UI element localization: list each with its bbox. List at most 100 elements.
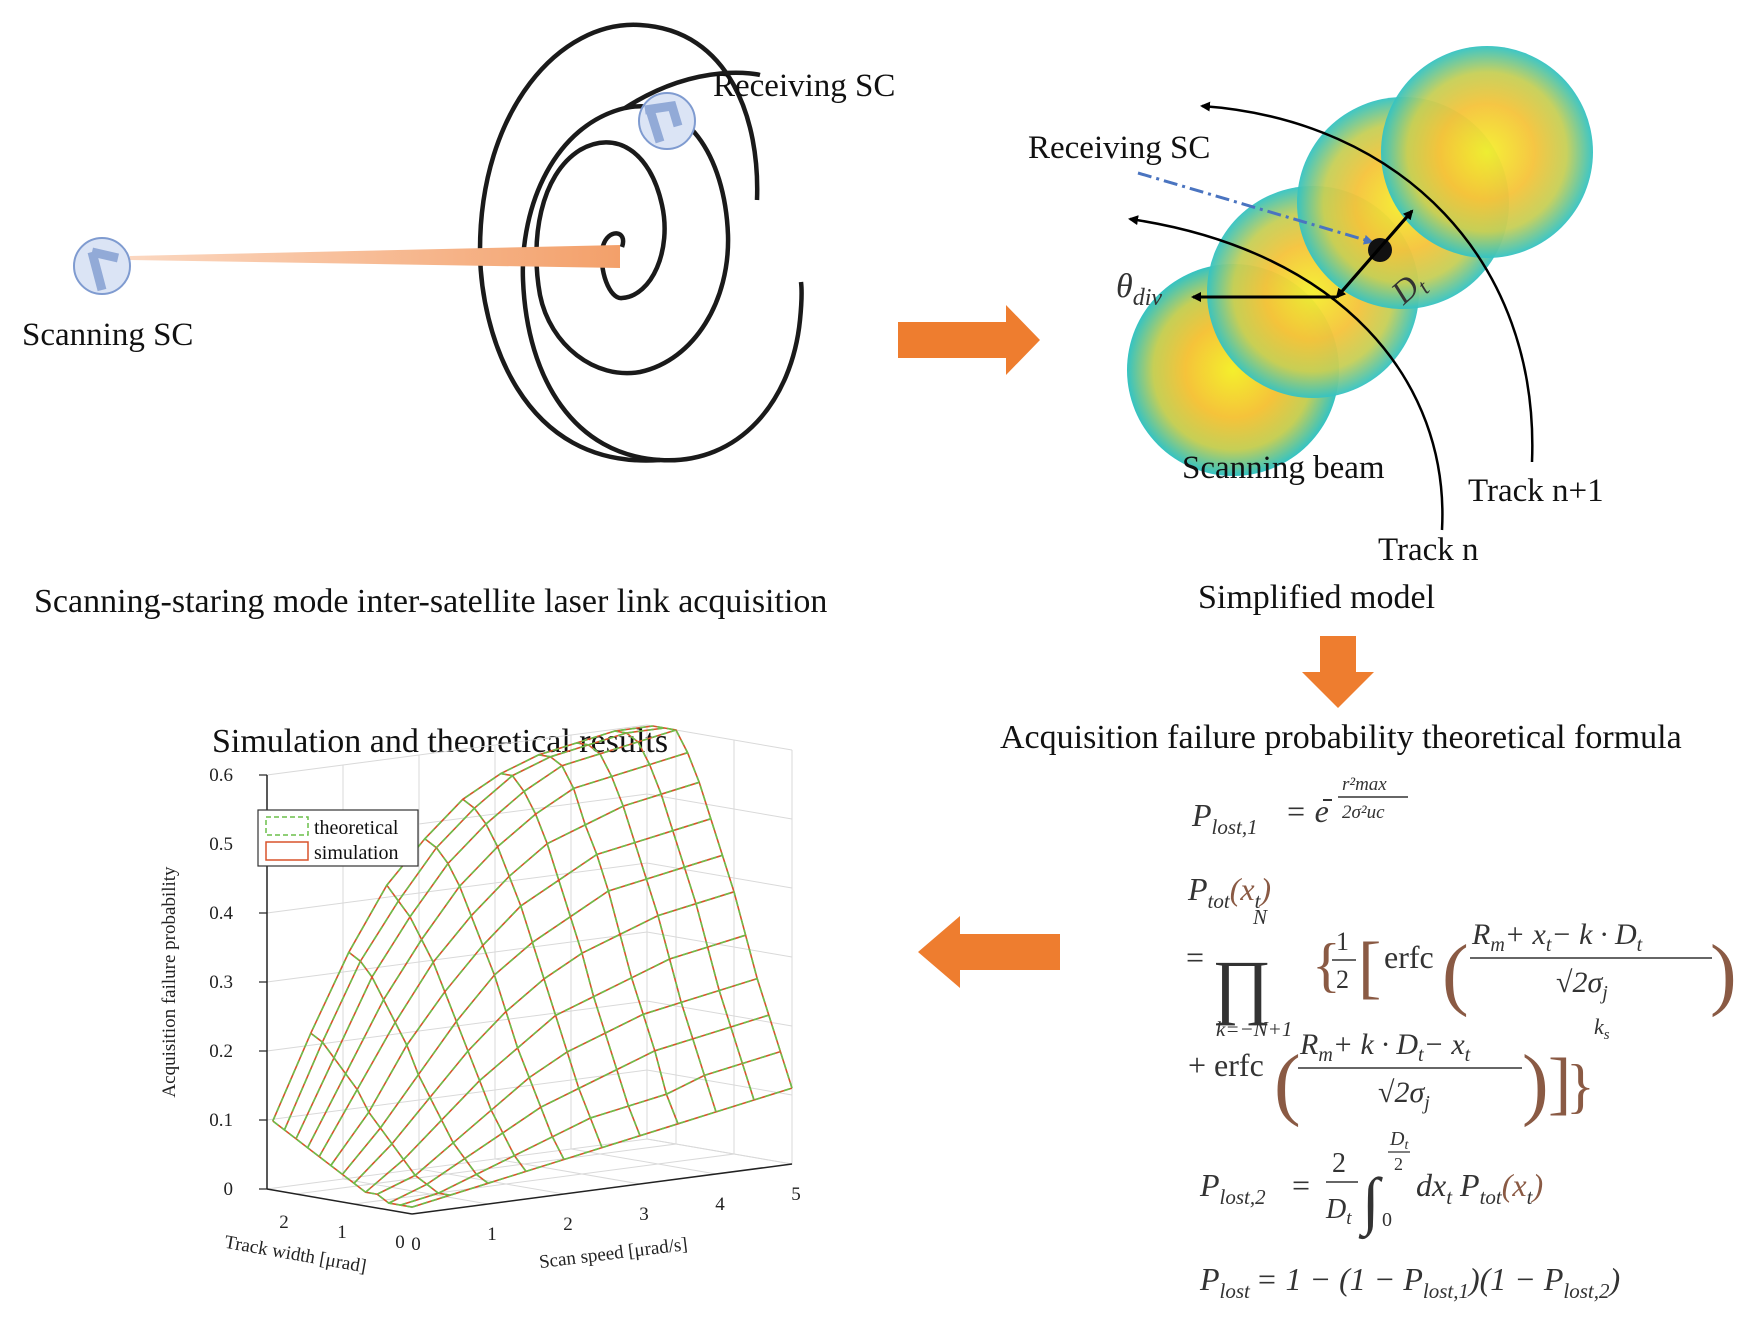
grid-line-z xyxy=(266,1000,793,1052)
grid-line-x xyxy=(646,725,793,1165)
p-lost1-exp-den: 2σ²uc xyxy=(1342,802,1385,823)
theoretical-mesh-line-x6 xyxy=(500,772,641,1136)
theoretical-mesh-line-y8 xyxy=(318,781,700,1157)
curly-close: } xyxy=(1566,1053,1595,1119)
theoretical-mesh-line-x10 xyxy=(652,725,793,1089)
z-tick-label: 0.1 xyxy=(209,1110,233,1131)
x-tick-label: 5 xyxy=(791,1184,801,1205)
erfc1-paren-open: ( xyxy=(1442,930,1469,1018)
track-n-curve xyxy=(1128,215,1444,531)
x-tick-label: 1 xyxy=(487,1224,497,1245)
grid-line-y xyxy=(411,750,793,1215)
integral-symbol: ∫ xyxy=(1358,1165,1383,1240)
x-tick-label: 4 xyxy=(715,1194,725,1215)
grid-line-x xyxy=(342,765,489,1205)
receiving-sc-icon xyxy=(638,92,696,150)
theoretical-mesh-line-y12 xyxy=(272,725,653,1122)
simulation-mesh-line-x10 xyxy=(652,725,793,1089)
scanning-diagram: Receiving SC Scanning SC Scanning-starin… xyxy=(22,22,895,620)
erfc1-label: erfc xyxy=(1384,939,1434,975)
grid-line-y xyxy=(353,740,735,1205)
theoretical-mesh-line-x4 xyxy=(424,838,565,1160)
integral-upper: Dt xyxy=(1389,1128,1409,1153)
chart-title: Simulation and theoretical results xyxy=(212,723,668,760)
bracket-open: [ xyxy=(1358,929,1381,1006)
grid-line-x xyxy=(418,755,565,1195)
scanning-sc-label: Scanning SC xyxy=(22,317,193,353)
simulation-mesh-line-y11 xyxy=(283,727,665,1131)
simulation-mesh-line-y12 xyxy=(272,725,653,1122)
theoretical-mesh-line-y5 xyxy=(353,891,735,1184)
p-lost1-lhs: Plost,1 xyxy=(1191,797,1258,839)
scanning-sc-icon xyxy=(73,237,131,295)
grid-line-x xyxy=(570,735,717,1175)
receiving-dashed-arrow xyxy=(1137,171,1374,245)
scanning-beam-label: Scanning beam xyxy=(1182,450,1385,486)
theoretical-mesh-line-x1 xyxy=(310,1032,451,1196)
p-lost-equation: Plost= 1 − (1 − Plost,1)(1 − Plost,2) xyxy=(1199,1261,1620,1303)
x-axis-label: Scan speed [μrad/s] xyxy=(538,1234,689,1273)
ptot-lhs: Ptot(xt) xyxy=(1187,871,1271,913)
dt-arrow-back xyxy=(1335,210,1414,299)
erfc2-paren-open: ( xyxy=(1274,1040,1301,1128)
p-lost1-eq: = e xyxy=(1285,793,1329,829)
model-caption: Simplified model xyxy=(1198,579,1435,616)
theoretical-mesh-line-x8 xyxy=(576,742,717,1113)
z-tick-label: 0 xyxy=(224,1179,234,1200)
z-tick-label: 0.2 xyxy=(209,1041,233,1062)
x-tick-label: 3 xyxy=(639,1204,649,1225)
legend-box xyxy=(257,809,419,867)
prod-upper: N xyxy=(1252,905,1268,929)
theoretical-mesh-line-y0 xyxy=(411,1087,793,1208)
p-lost2-equals: = xyxy=(1292,1167,1310,1203)
beam-spot-4 xyxy=(1381,46,1593,258)
simulation-mesh-line-x5 xyxy=(462,798,603,1148)
track-n1-curve xyxy=(1200,101,1534,463)
simulation-mesh-line-y1 xyxy=(400,1050,781,1206)
theta-div-label: θdiv xyxy=(1116,268,1162,311)
theoretical-mesh-line-y6 xyxy=(341,854,723,1175)
simulation-mesh-line-x6 xyxy=(500,772,641,1136)
y-tick-label: 0 xyxy=(395,1232,405,1253)
p-lost1-exp-num: r²max xyxy=(1342,774,1387,795)
erfc2-denominator: √2σj xyxy=(1378,1076,1430,1114)
arrow-left xyxy=(918,916,1060,988)
theoretical-mesh-line-x2 xyxy=(348,951,489,1184)
simulation-mesh-line-y4 xyxy=(365,934,746,1193)
formula-block: Acquisition failure probability theoreti… xyxy=(1000,719,1737,1303)
prod-lower: k=−N+1 xyxy=(1216,1017,1292,1041)
ks-exponent: ks xyxy=(1594,1014,1610,1043)
p-lost2-frac-den: Dt xyxy=(1325,1194,1352,1229)
erfc2-label: + erfc xyxy=(1188,1047,1264,1083)
grid-line-y xyxy=(295,730,677,1195)
simplified-model: Receiving SC θdiv Dt Scanning beam Track… xyxy=(1028,46,1604,616)
legend-simulation-swatch xyxy=(265,841,309,861)
arrow-down xyxy=(1302,636,1374,708)
scan-spiral-outer xyxy=(477,22,760,463)
legend-theoretical-label: theoretical xyxy=(314,817,399,839)
p-lost2-frac-num: 2 xyxy=(1332,1148,1346,1179)
erfc1-denominator: √2σj xyxy=(1556,966,1608,1004)
curly-open: { xyxy=(1312,932,1341,998)
grid-line-z xyxy=(266,1138,793,1190)
simulation-mesh-line-y3 xyxy=(376,977,758,1195)
z-tick-label: 0.3 xyxy=(209,972,233,993)
y-tick-label: 1 xyxy=(337,1222,347,1243)
scanning-caption: Scanning-staring mode inter-satellite la… xyxy=(34,583,827,620)
laser-beam xyxy=(130,245,620,268)
erfc2-paren-close: ) xyxy=(1522,1040,1549,1128)
product-symbol: ∏ xyxy=(1212,946,1271,1026)
arrow-right xyxy=(898,305,1040,375)
y-axis-line xyxy=(266,1188,413,1215)
theoretical-mesh-line-x3 xyxy=(386,884,527,1172)
z-tick-label: 0.6 xyxy=(209,765,233,786)
p-lost2-lhs: Plost,2 xyxy=(1199,1167,1266,1209)
chart-surface xyxy=(272,725,793,1208)
track-n-label: Track n xyxy=(1378,532,1479,568)
theoretical-mesh-line-y4 xyxy=(365,934,746,1193)
erfc2-numerator: Rm+ k · Dt− xt xyxy=(1299,1028,1471,1066)
